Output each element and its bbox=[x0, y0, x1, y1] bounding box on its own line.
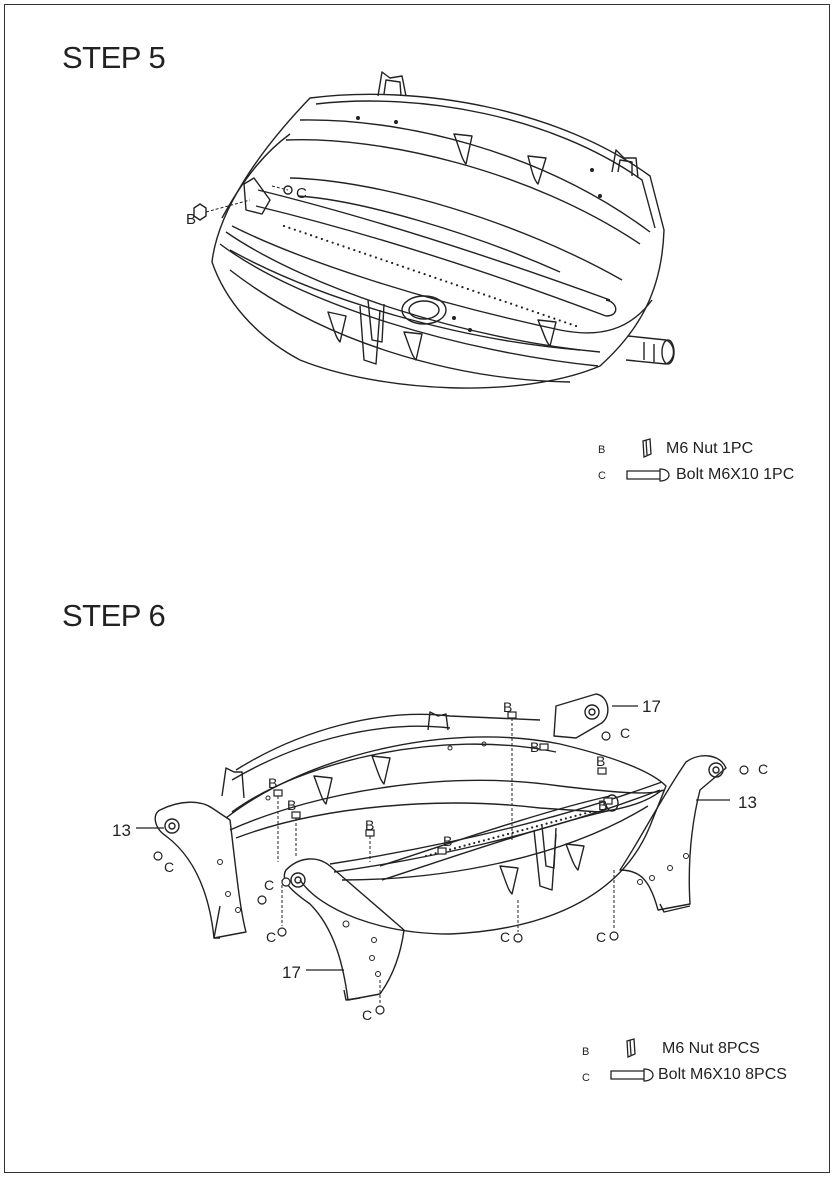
burner-port bbox=[493, 297, 496, 300]
step-5-illustration: B C bbox=[186, 71, 675, 389]
burner-port bbox=[336, 243, 340, 246]
step-6-title: STEP 6 bbox=[62, 598, 166, 633]
burner-port bbox=[428, 274, 432, 278]
burner-port bbox=[472, 289, 475, 292]
burner-port bbox=[531, 310, 534, 313]
burner-port bbox=[380, 258, 383, 261]
burner-port bbox=[331, 241, 334, 244]
burner-port bbox=[569, 323, 572, 326]
burner-port bbox=[461, 286, 464, 289]
burner-port bbox=[564, 321, 567, 324]
burner-port bbox=[450, 282, 453, 285]
burner-port bbox=[358, 250, 361, 254]
burner-port bbox=[369, 254, 372, 257]
burner-port bbox=[293, 228, 296, 231]
part-description: Bolt M6X10 8PCS bbox=[658, 1066, 787, 1083]
burner-port bbox=[499, 298, 502, 302]
burner-port bbox=[320, 237, 323, 241]
burner-port bbox=[466, 287, 469, 291]
burner-port bbox=[353, 248, 356, 252]
burner-port bbox=[374, 256, 378, 259]
part-letter: C bbox=[582, 1072, 590, 1084]
burner-port bbox=[537, 311, 540, 315]
part-description: M6 Nut 1PC bbox=[666, 440, 754, 457]
burner-port bbox=[396, 263, 399, 266]
burner-port bbox=[391, 261, 394, 265]
bolt-icon bbox=[626, 468, 670, 482]
burner-port bbox=[299, 230, 302, 233]
burner-port bbox=[439, 278, 442, 281]
part-description: M6 Nut 8PCS bbox=[662, 1040, 760, 1057]
burner-port bbox=[418, 271, 421, 274]
callout-c: C bbox=[296, 185, 307, 202]
burner-port bbox=[326, 239, 329, 242]
burner-port bbox=[504, 300, 507, 304]
burner-port bbox=[412, 269, 415, 272]
step-5-title: STEP 5 bbox=[62, 40, 166, 75]
burner-port bbox=[526, 308, 529, 311]
burner-port bbox=[423, 273, 426, 276]
part-description: Bolt M6X10 1PC bbox=[676, 466, 795, 483]
burner-port bbox=[455, 284, 459, 287]
part-letter: C bbox=[598, 470, 606, 482]
burner-port bbox=[510, 302, 513, 305]
nut-icon bbox=[626, 1038, 636, 1058]
burner-port bbox=[401, 265, 405, 268]
burner-port bbox=[342, 245, 345, 248]
bolt-icon bbox=[610, 1068, 654, 1082]
burner-port bbox=[282, 224, 286, 228]
burner-port bbox=[477, 291, 480, 294]
burner-port bbox=[347, 247, 350, 250]
burner-port bbox=[315, 236, 318, 239]
callout-b: B bbox=[186, 211, 196, 228]
burner-port bbox=[515, 304, 518, 307]
burner-port bbox=[574, 324, 578, 328]
part-letter: B bbox=[582, 1046, 590, 1058]
burner-port bbox=[309, 234, 313, 237]
burner-port bbox=[553, 317, 556, 320]
burner-port bbox=[407, 267, 410, 270]
burner-port bbox=[558, 319, 561, 322]
burner-port bbox=[288, 226, 291, 229]
burner-port bbox=[482, 293, 486, 296]
burner-port bbox=[364, 252, 367, 255]
burner-port bbox=[385, 260, 388, 263]
burner-port bbox=[488, 295, 491, 298]
burner-port bbox=[304, 232, 307, 235]
burner-port bbox=[520, 306, 524, 309]
nut-icon bbox=[642, 438, 652, 458]
burner-port bbox=[547, 315, 551, 318]
burner-port bbox=[434, 276, 437, 279]
burner-port bbox=[445, 280, 448, 283]
part-letter: B bbox=[598, 444, 606, 456]
burner-port bbox=[542, 313, 545, 316]
page-frame bbox=[4, 4, 830, 1173]
